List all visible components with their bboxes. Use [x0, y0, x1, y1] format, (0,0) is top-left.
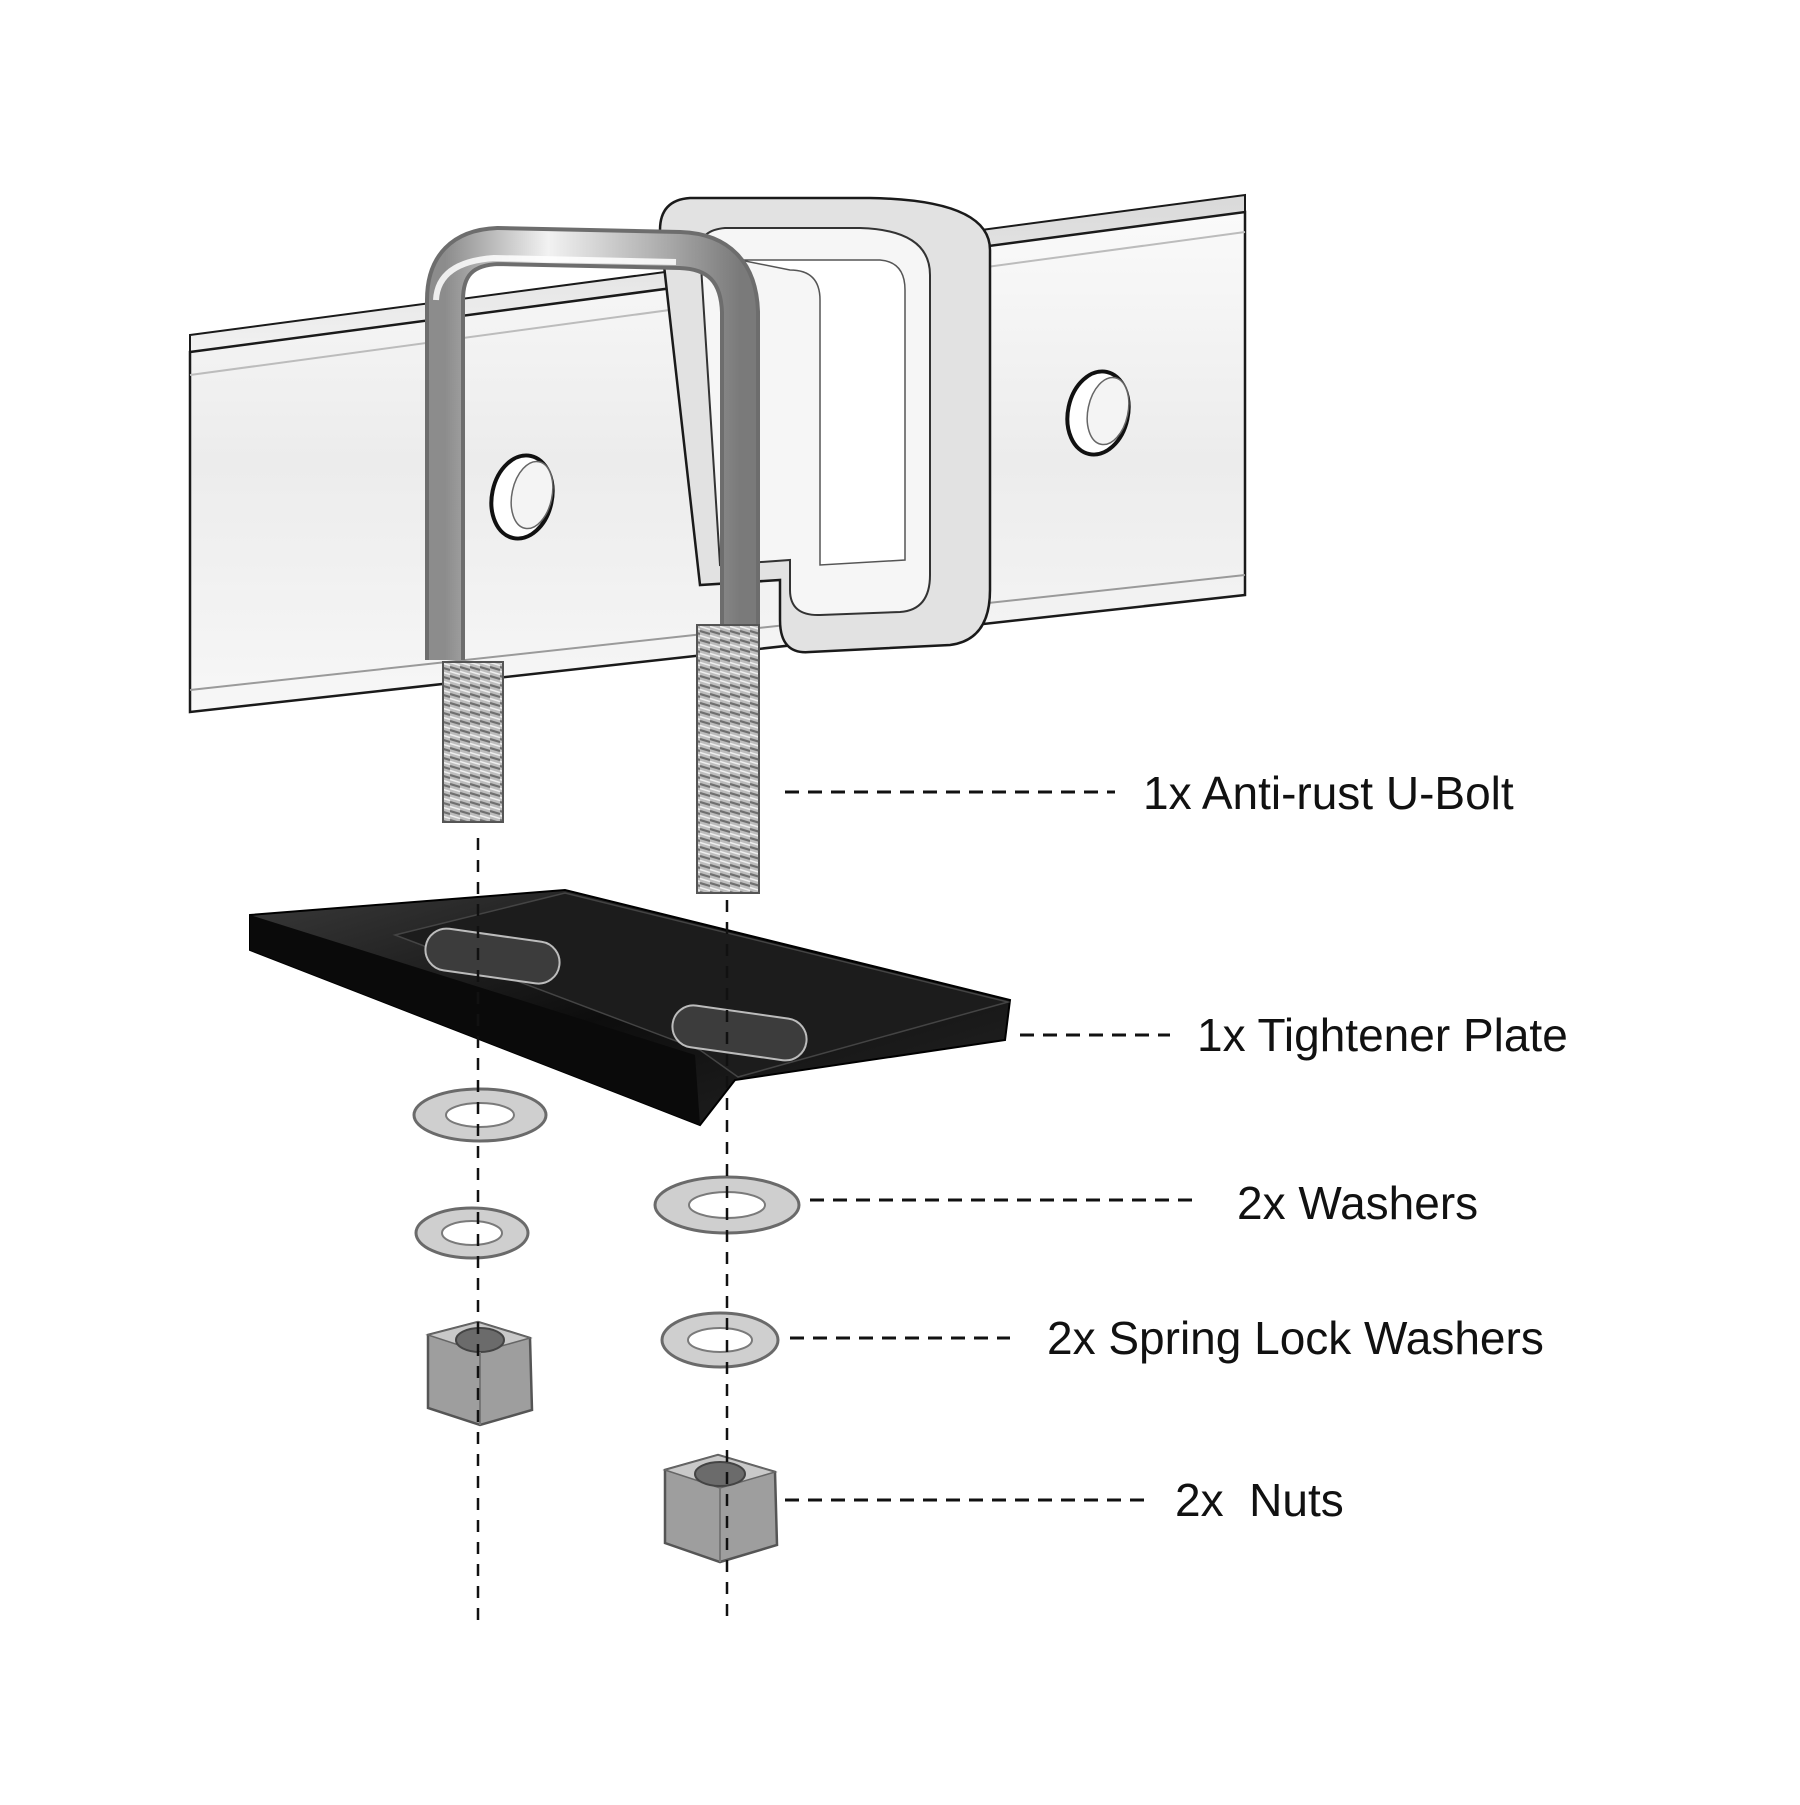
label-washers: 2x Washers [1237, 1177, 1479, 1229]
plate-slot-right [671, 1004, 808, 1062]
label-spring-lock-washers: 2x Spring Lock Washers [1047, 1312, 1544, 1364]
u-bolt [425, 225, 760, 894]
hardware-right [653, 1175, 801, 1564]
label-tightener-plate: 1x Tightener Plate [1197, 1009, 1568, 1061]
u-bolt-thread-left [442, 661, 504, 823]
u-bolt-thread-right [696, 624, 760, 894]
tightener-plate [249, 888, 1012, 1127]
nut-right [662, 1453, 779, 1564]
nut-left [425, 1320, 534, 1427]
pin-hole-right [1065, 369, 1131, 457]
label-nuts: 2x Nuts [1175, 1474, 1344, 1526]
label-u-bolt: 1x Anti-rust U-Bolt [1143, 767, 1514, 819]
pin-hole-left [489, 453, 555, 541]
plate-slot-left [424, 927, 561, 985]
hardware-left [412, 1087, 548, 1427]
